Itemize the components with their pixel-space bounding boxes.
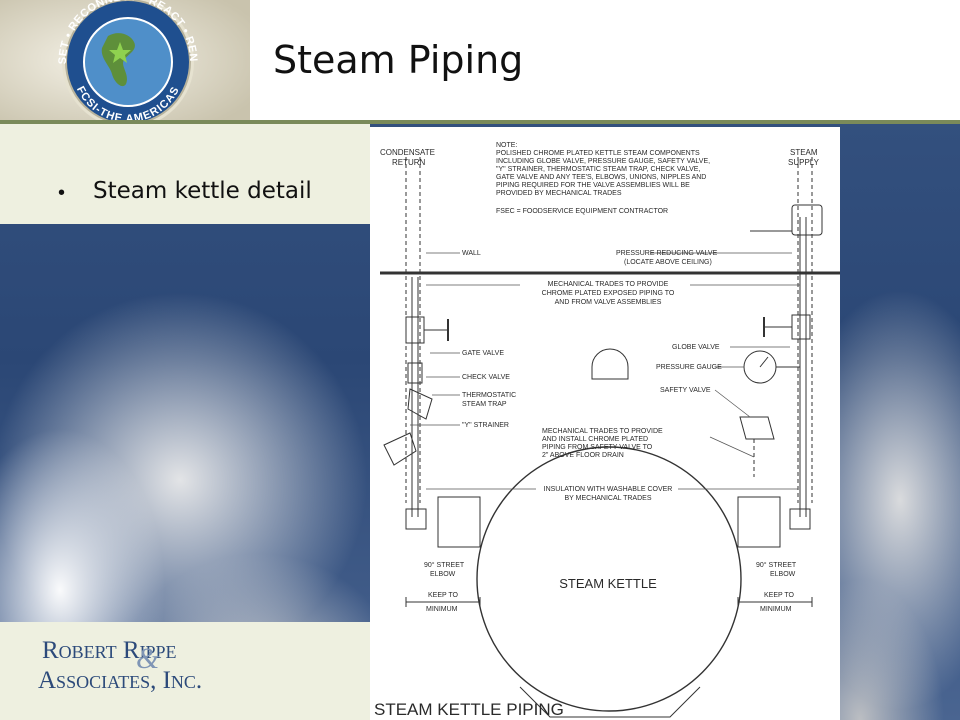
robert-rippe-logo: Robert Rippe & Associates, Inc. bbox=[36, 628, 206, 708]
street-elbow-left-label: 90° STREET bbox=[424, 561, 465, 569]
safety-valve-symbol bbox=[739, 416, 775, 440]
street-elbow-right-label: 90° STREET bbox=[756, 561, 797, 569]
fsec-note: FSEC = FOODSERVICE EQUIPMENT CONTRACTOR bbox=[496, 208, 668, 215]
note-title: NOTE: bbox=[496, 142, 517, 149]
note-line-4: GATE VALVE AND ANY TEE'S, ELBOWS, UNIONS… bbox=[496, 174, 706, 181]
minimum-left: MINIMUM bbox=[426, 606, 458, 613]
note-line-5: PIPING REQUIRED FOR THE VALVE ASSEMBLIES… bbox=[496, 182, 690, 189]
mech-drain-label-3: PIPING FROM SAFETY VALVE TO bbox=[542, 444, 653, 451]
keep-to-right: KEEP TO bbox=[764, 592, 795, 599]
mech-drain-label-2: AND INSTALL CHROME PLATED bbox=[542, 436, 648, 443]
pressure-reducing-valve-symbol bbox=[791, 204, 823, 236]
company-logo-line2: Associates, Inc. bbox=[38, 667, 202, 694]
street-elbow-right-label-2: ELBOW bbox=[770, 571, 796, 578]
mech-piping-label: MECHANICAL TRADES TO PROVIDE bbox=[548, 281, 669, 288]
note-line-6: PROVIDED BY MECHANICAL TRADES bbox=[496, 190, 622, 197]
mech-drain-label: MECHANICAL TRADES TO PROVIDE bbox=[542, 428, 663, 435]
company-logo-ampersand: & bbox=[136, 642, 160, 675]
company-logo-line1: Robert Rippe bbox=[42, 637, 177, 664]
minimum-right: MINIMUM bbox=[760, 606, 792, 613]
globe-valve-label: GLOBE VALVE bbox=[672, 344, 720, 351]
steam-kettle-label: STEAM KETTLE bbox=[559, 576, 657, 591]
prv-label: PRESSURE REDUCING VALVE bbox=[616, 250, 718, 257]
globe-valve-symbol bbox=[791, 314, 811, 340]
safety-valve-label: SAFETY VALVE bbox=[660, 387, 711, 394]
mech-piping-label-3: AND FROM VALVE ASSEMBLIES bbox=[555, 299, 662, 306]
keep-to-left: KEEP TO bbox=[428, 592, 459, 599]
mech-piping-label-2: CHROME PLATED EXPOSED PIPING TO bbox=[542, 290, 675, 297]
kettle-left-trunnion bbox=[437, 496, 481, 548]
steam-supply-label-2: SUPPLY bbox=[788, 158, 820, 167]
bullet-marker: • bbox=[58, 182, 66, 204]
bullet-panel bbox=[0, 124, 370, 224]
steam-trap-label: THERMOSTATIC bbox=[462, 392, 516, 399]
y-strainer-symbol bbox=[383, 432, 417, 466]
drawing-caption: STEAM KETTLE PIPING bbox=[374, 700, 564, 719]
insulation-label: INSULATION WITH WASHABLE COVER bbox=[544, 486, 673, 493]
check-valve-label: CHECK VALVE bbox=[462, 374, 510, 381]
steam-trap-symbol bbox=[407, 388, 433, 420]
kettle-pour-spout bbox=[519, 686, 701, 718]
fcsi-globe-logo: RESET • RECONNECT • REACT • RENEW FCSI-T… bbox=[0, 0, 250, 120]
note-line-2: INCLUDING GLOBE VALVE, PRESSURE GAUGE, S… bbox=[496, 158, 710, 165]
slide-title: Steam Piping bbox=[273, 38, 524, 82]
street-elbow-left-label-2: ELBOW bbox=[430, 571, 456, 578]
bullet-item: Steam kettle detail bbox=[93, 178, 312, 204]
pressure-gauge-label: PRESSURE GAUGE bbox=[656, 364, 722, 371]
left-street-elbow bbox=[405, 508, 427, 530]
kettle-top-handle bbox=[591, 348, 629, 380]
condensate-return-label-2: RETURN bbox=[392, 158, 426, 167]
y-strainer-label: "Y" STRAINER bbox=[462, 422, 509, 429]
header-divider bbox=[0, 120, 960, 124]
condensate-return-label: CONDENSATE bbox=[380, 148, 435, 157]
mech-drain-label-4: 2" ABOVE FLOOR DRAIN bbox=[542, 452, 624, 459]
company-panel bbox=[0, 622, 370, 720]
right-street-elbow bbox=[789, 508, 811, 530]
gate-valve-label: GATE VALVE bbox=[462, 350, 504, 357]
check-valve-symbol bbox=[407, 362, 423, 384]
note-line-1: POLISHED CHROME PLATED KETTLE STEAM COMP… bbox=[496, 150, 700, 157]
steam-trap-label-2: STEAM TRAP bbox=[462, 401, 507, 408]
kettle-right-trunnion bbox=[737, 496, 781, 548]
wall-label: WALL bbox=[462, 250, 481, 257]
gate-valve-symbol bbox=[405, 316, 425, 344]
insulation-label-2: BY MECHANICAL TRADES bbox=[564, 495, 651, 502]
note-line-3: "Y" STRAINER, THERMOSTATIC STEAM TRAP, C… bbox=[496, 166, 700, 173]
steam-supply-label: STEAM bbox=[790, 148, 818, 157]
kettle-body bbox=[476, 446, 742, 712]
steam-kettle-drawing: CONDENSATE RETURN STEAM SUPPLY NOTE: POL… bbox=[370, 127, 840, 720]
prv-label-2: (LOCATE ABOVE CEILING) bbox=[624, 259, 712, 266]
